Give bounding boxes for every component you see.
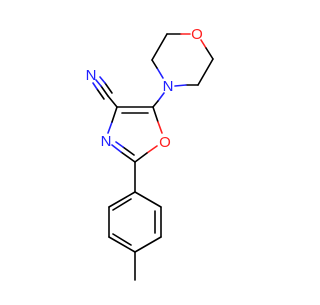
bond-ar-double [112,233,132,246]
atom-label-n-nitrile: N [86,67,97,84]
bond-triple [95,79,102,87]
bond-n-c [151,59,158,69]
bond-ar-double [112,198,132,211]
benzene-ring [108,191,162,253]
bond-o1-c2 [134,152,148,163]
bond-c2-n3 [120,151,136,163]
bond-o-c [200,39,207,49]
bond-triple [100,85,109,97]
bond-n-c5 [152,100,159,108]
bond-c5-o1 [152,106,159,123]
bond-c-c [151,33,168,61]
bond-n-c5 [157,92,165,102]
atom-label-o-morpholine: O [191,26,203,43]
nitrile-group [92,76,118,108]
bond-c4-cn [107,95,118,108]
bond-c-n [174,84,187,87]
bond-c2-n3-double [122,146,135,156]
molecule-diagram: N N O N O [86,26,214,281]
bond-c-c [197,58,214,86]
morpholine-ring [151,33,214,87]
bond-triple [96,88,105,100]
bond-triple [104,82,113,94]
bond-c2-n3-double [115,141,124,148]
bond-c5-o1 [157,121,163,134]
bond-ar [134,191,162,208]
bond-n3-c4 [107,121,113,134]
bond-c2-n3 [111,144,122,153]
atom-label-n-morpholine: N [163,78,174,95]
bond-n3-c4 [111,106,118,123]
bond-triple [99,76,106,84]
oxazole-ring [107,106,163,163]
bond-o-c [205,47,214,60]
bond-ar [134,236,162,253]
structure-canvas: N N O N O [86,26,214,281]
bond-o1-c2 [146,145,158,154]
atom-label-o-oxazole: O [159,134,171,151]
atom-label-n-oxazole: N [101,133,112,150]
bond-n-c [156,67,164,79]
bond-ar [108,191,136,208]
bond-triple [92,82,98,90]
bond-ar [108,236,136,253]
